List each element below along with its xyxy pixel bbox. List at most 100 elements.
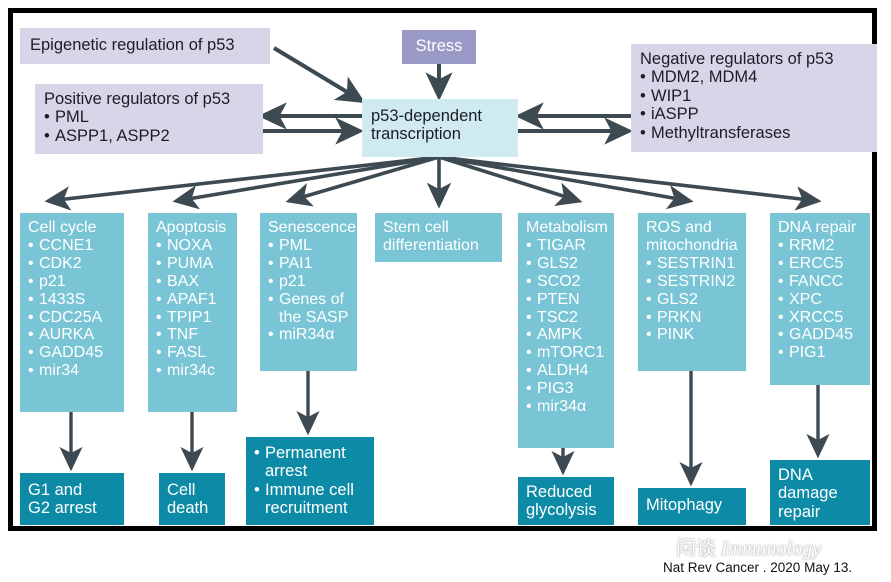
list-item: ASPP1, ASPP2 <box>44 127 254 146</box>
citation-text: Nat Rev Cancer . 2020 May 13. <box>663 560 853 575</box>
stress-box[interactable]: Stress <box>402 30 476 64</box>
category-list-cell-cycle: CCNE1 CDK2 p21 1433S CDC25A AURKA GADD45… <box>28 237 116 380</box>
list-item: Genes of <box>268 291 349 309</box>
p53-transcription-line1: p53-dependent <box>371 107 483 125</box>
list-item: ALDH4 <box>526 362 606 380</box>
list-item: PINK <box>646 326 738 344</box>
category-title-apoptosis: Apoptosis <box>156 219 227 236</box>
list-item: APAF1 <box>156 291 229 309</box>
p53-dependent-transcription-box[interactable]: p53-dependent transcription <box>362 99 518 157</box>
outcome-line: G2 arrest <box>28 499 97 518</box>
negative-regulators-box[interactable]: Negative regulators of p53 MDM2, MDM4 WI… <box>631 44 877 152</box>
list-item: PIG1 <box>778 344 862 362</box>
list-item: mir34c <box>156 362 229 380</box>
list-item: iASPP <box>640 105 868 124</box>
category-title-ros-line1: ROS and <box>646 219 712 236</box>
list-item: 1433S <box>28 291 116 309</box>
list-item: CDK2 <box>28 255 116 273</box>
list-item: SESTRIN1 <box>646 255 738 273</box>
list-item: TIGAR <box>526 237 606 255</box>
category-title-stem-cell-line2: differentiation <box>383 236 479 254</box>
list-item: Methyltransferases <box>640 124 868 143</box>
epigenetic-regulation-label: Epigenetic regulation of p53 <box>30 36 235 54</box>
list-item: p21 <box>28 273 116 291</box>
outcome-box-g1-g2-arrest[interactable]: G1 and G2 arrest <box>20 473 124 525</box>
list-item: AMPK <box>526 326 606 344</box>
category-box-senescence[interactable]: Senescence PML PAI1 p21 Genes of the SAS… <box>260 213 357 371</box>
category-box-apoptosis[interactable]: Apoptosis NOXA PUMA BAX APAF1 TPIP1 TNF … <box>148 213 237 412</box>
list-item: XPC <box>778 291 862 309</box>
watermark-text: 闲谈 Immunology <box>676 532 821 561</box>
outcome-box-mitophagy[interactable]: Mitophagy <box>638 488 746 525</box>
list-item: SESTRIN2 <box>646 273 738 291</box>
list-item: PRKN <box>646 309 738 327</box>
p53-transcription-line2: transcription <box>371 125 461 144</box>
positive-regulators-box[interactable]: Positive regulators of p53 PML ASPP1, AS… <box>35 84 263 154</box>
category-title-dna-repair: DNA repair <box>778 219 857 236</box>
list-item: PUMA <box>156 255 229 273</box>
outcome-line: repair <box>778 502 821 521</box>
negative-regulators-list: MDM2, MDM4 WIP1 iASPP Methyltransferases <box>640 68 868 142</box>
watermark-cjk: 闲谈 <box>676 536 716 560</box>
list-item: TPIP1 <box>156 309 229 327</box>
epigenetic-regulation-box[interactable]: Epigenetic regulation of p53 <box>20 28 270 64</box>
list-item: CCNE1 <box>28 237 116 255</box>
outcome-line: Reduced <box>526 483 593 501</box>
category-list-apoptosis: NOXA PUMA BAX APAF1 TPIP1 TNF FASL mir34… <box>156 237 229 380</box>
outcome-line: G1 and <box>28 481 83 499</box>
list-item: AURKA <box>28 326 116 344</box>
outcome-box-cell-death[interactable]: Cell death <box>159 473 225 525</box>
list-item: WIP1 <box>640 87 868 106</box>
list-item: PTEN <box>526 291 606 309</box>
list-item: ERCC5 <box>778 255 862 273</box>
category-list-metabolism: TIGAR GLS2 SCO2 PTEN TSC2 AMPK mTORC1 AL… <box>526 237 606 416</box>
list-item: GADD45 <box>778 326 862 344</box>
list-item: MDM2, MDM4 <box>640 68 868 87</box>
list-item: GLS2 <box>526 255 606 273</box>
list-item: XRCC5 <box>778 309 862 327</box>
category-title-cell-cycle: Cell cycle <box>28 219 97 236</box>
category-title-metabolism: Metabolism <box>526 219 608 236</box>
list-item: p21 <box>268 273 349 291</box>
list-item: BAX <box>156 273 229 291</box>
list-item: FASL <box>156 344 229 362</box>
watermark-latin: Immunology <box>721 538 821 560</box>
category-box-metabolism[interactable]: Metabolism TIGAR GLS2 SCO2 PTEN TSC2 AMP… <box>518 213 614 448</box>
stress-label: Stress <box>415 37 463 55</box>
outcome-line: death <box>167 499 209 518</box>
category-title-ros-line2: mitochondria <box>646 236 738 254</box>
list-item: Permanent <box>254 444 366 463</box>
list-item: PAI1 <box>268 255 349 273</box>
category-title-stem-cell-line1: Stem cell <box>383 219 449 236</box>
outcome-box-dna-damage-repair[interactable]: DNA damage repair <box>770 460 870 525</box>
list-item: TSC2 <box>526 309 606 327</box>
outcome-box-permanent-arrest[interactable]: Permanent arrest Immune cell recruitment <box>246 437 374 525</box>
category-box-ros-mitochondria[interactable]: ROS and mitochondria SESTRIN1 SESTRIN2 G… <box>638 213 746 371</box>
negative-regulators-title: Negative regulators of p53 <box>640 50 834 68</box>
list-item: miR34α <box>268 326 349 344</box>
category-list-senescence: PML PAI1 p21 Genes of the SASP miR34α <box>268 237 349 344</box>
positive-regulators-list: PML ASPP1, ASPP2 <box>44 108 254 145</box>
outcome-line: damage <box>778 484 838 503</box>
list-item-continuation: the SASP <box>279 308 349 326</box>
category-box-dna-repair[interactable]: DNA repair RRM2 ERCC5 FANCC XPC XRCC5 GA… <box>770 213 870 385</box>
list-item: PML <box>268 237 349 255</box>
list-item: Immune cell <box>254 481 366 500</box>
category-title-senescence: Senescence <box>268 219 357 236</box>
list-item: CDC25A <box>28 309 116 327</box>
category-list-ros: SESTRIN1 SESTRIN2 GLS2 PRKN PINK <box>646 255 738 345</box>
list-item: PML <box>44 108 254 127</box>
category-box-cell-cycle[interactable]: Cell cycle CCNE1 CDK2 p21 1433S CDC25A A… <box>20 213 124 412</box>
list-item: RRM2 <box>778 237 862 255</box>
list-item: TNF <box>156 326 229 344</box>
list-item: GLS2 <box>646 291 738 309</box>
list-item-continuation: recruitment <box>265 499 348 518</box>
list-item: NOXA <box>156 237 229 255</box>
category-box-stem-cell[interactable]: Stem cell differentiation <box>375 213 502 262</box>
outcome-line: glycolysis <box>526 501 597 520</box>
list-item: mir34 <box>28 362 116 380</box>
outcome-box-reduced-glycolysis[interactable]: Reduced glycolysis <box>518 477 614 525</box>
outcome-line: Cell <box>167 481 196 499</box>
category-list-dna-repair: RRM2 ERCC5 FANCC XPC XRCC5 GADD45 PIG1 <box>778 237 862 362</box>
